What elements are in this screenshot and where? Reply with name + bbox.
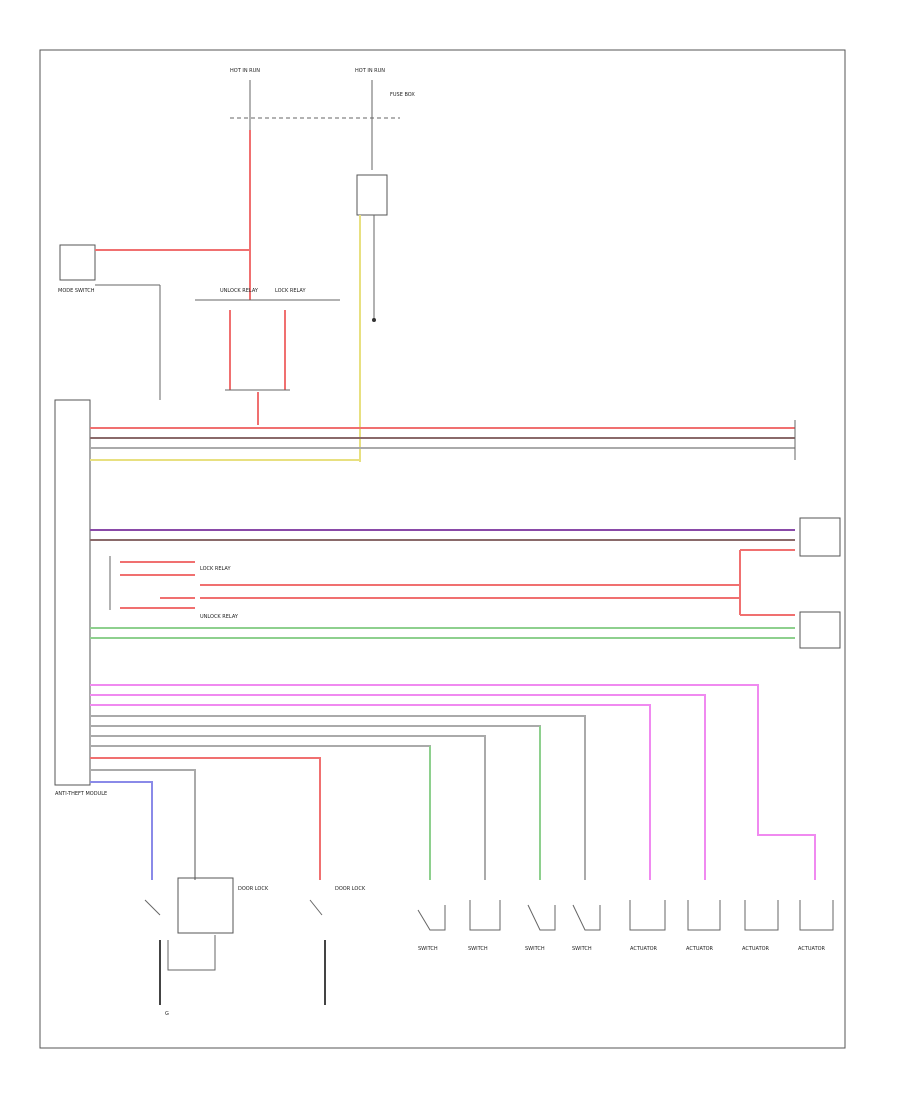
antitheft-module: ANTI-THEFT MODULE xyxy=(54,399,107,797)
switch-3-label: SWITCH xyxy=(525,946,545,952)
lower-wires xyxy=(90,684,816,880)
actuator-2-label: ACTUATOR xyxy=(686,946,714,952)
unlock-relay-mid-label: UNLOCK RELAY xyxy=(200,614,239,620)
diagram-frame xyxy=(39,49,846,1049)
bottom-components: G DOOR LOCK DOOR LOCK SWITCH SWITCH SWIT… xyxy=(144,877,834,1017)
top-fuse-area: HOT IN RUN HOT IN RUN FUSE BOX xyxy=(230,68,415,462)
antitheft-label: ANTI-THEFT MODULE xyxy=(55,791,107,797)
actuator-4-label: ACTUATOR xyxy=(798,946,826,952)
ground-left-label: G xyxy=(165,1011,169,1017)
lock-relay-mid-label: LOCK RELAY xyxy=(200,566,231,572)
relay-section-middle: LOCK RELAY UNLOCK RELAY xyxy=(109,549,795,620)
switch-2-label: SWITCH xyxy=(468,946,488,952)
bus-wires-middle xyxy=(90,517,841,557)
lock-relay-label: LOCK RELAY xyxy=(275,288,306,294)
fuse-a-label: HOT IN RUN xyxy=(230,68,260,74)
switch-1-label: SWITCH xyxy=(418,946,438,952)
left-top-box: MODE SWITCH xyxy=(58,244,250,400)
green-wires xyxy=(90,611,841,649)
actuator-3-label: ACTUATOR xyxy=(742,946,770,952)
door-lock-2-label: DOOR LOCK xyxy=(335,886,366,892)
actuator-1-label: ACTUATOR xyxy=(630,946,658,952)
mode-switch-label: MODE SWITCH xyxy=(58,288,95,294)
fuse-b-label: HOT IN RUN xyxy=(355,68,385,74)
switch-4-label: SWITCH xyxy=(572,946,592,952)
bus-wires-upper xyxy=(90,420,796,461)
power-dist-label: FUSE BOX xyxy=(390,92,415,98)
door-lock-1-label: DOOR LOCK xyxy=(238,886,269,892)
relay-box: UNLOCK RELAY LOCK RELAY xyxy=(195,288,340,425)
unlock-relay-label: UNLOCK RELAY xyxy=(220,288,259,294)
